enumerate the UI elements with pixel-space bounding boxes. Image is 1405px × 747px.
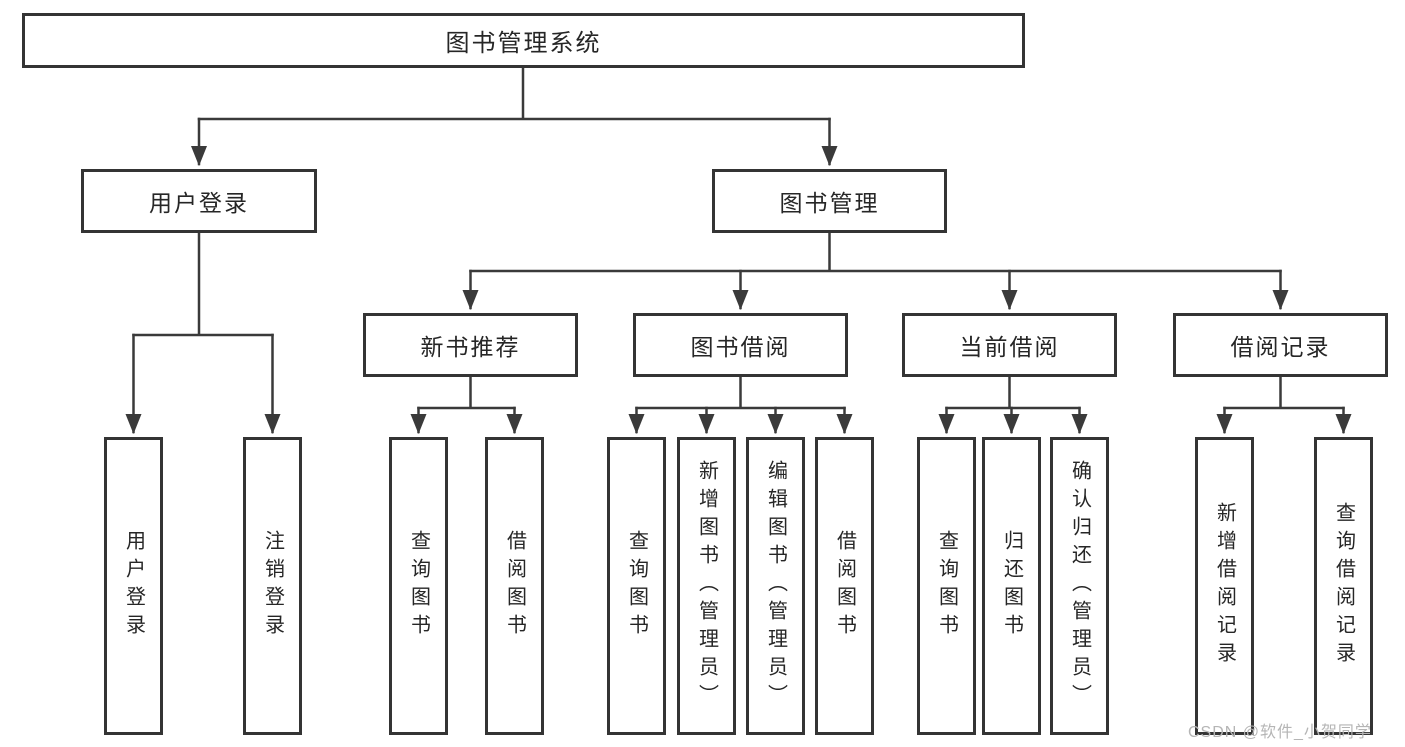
- leaf-query-borrow-record: 查询借阅记录: [1314, 437, 1373, 735]
- node-root-label: 图书管理系统: [445, 30, 602, 57]
- node-user-login-label: 用户登录: [149, 190, 249, 216]
- node-user-login: 用户登录: [81, 169, 317, 233]
- connector-rails: [132, 65, 1345, 410]
- node-book-management-label: 图书管理: [779, 190, 880, 216]
- leaf-query-books-recommend: 查询图书: [389, 437, 448, 735]
- leaf-user-login: 用户登录: [104, 437, 163, 735]
- node-book-borrowing: 图书借阅: [633, 313, 848, 377]
- leaf-query-books-current-label: 查询图书: [935, 530, 958, 642]
- node-current-borrowing: 当前借阅: [902, 313, 1117, 377]
- leaf-query-books-borrowing: 查询图书: [607, 437, 666, 735]
- leaf-add-book-admin-label: 新增图书（管理员）: [695, 460, 718, 712]
- leaf-confirm-return-admin-label: 确认归还（管理员）: [1068, 460, 1091, 712]
- connector-arrows: [125, 117, 1352, 434]
- node-current-borrowing-label: 当前借阅: [959, 334, 1060, 360]
- node-book-management: 图书管理: [712, 169, 947, 233]
- leaf-add-book-admin: 新增图书（管理员）: [677, 437, 736, 735]
- node-borrow-records: 借阅记录: [1173, 313, 1388, 377]
- node-book-borrowing-label: 图书借阅: [690, 334, 791, 360]
- leaf-logout: 注销登录: [243, 437, 302, 735]
- node-borrow-records-label: 借阅记录: [1230, 334, 1331, 360]
- leaf-query-books-borrowing-label: 查询图书: [625, 530, 648, 642]
- leaf-borrow-books-borrowing: 借阅图书: [815, 437, 874, 735]
- leaf-return-books: 归还图书: [982, 437, 1041, 735]
- leaf-add-borrow-record-label: 新增借阅记录: [1213, 502, 1236, 670]
- leaf-logout-label: 注销登录: [261, 530, 284, 642]
- leaf-query-books-current: 查询图书: [917, 437, 976, 735]
- node-root: 图书管理系统: [22, 13, 1025, 68]
- leaf-return-books-label: 归还图书: [1000, 530, 1023, 642]
- node-new-book-recommend-label: 新书推荐: [420, 334, 521, 360]
- leaf-borrow-books-recommend-label: 借阅图书: [503, 530, 526, 642]
- leaf-user-login-label: 用户登录: [122, 530, 145, 642]
- leaf-borrow-books-borrowing-label: 借阅图书: [833, 530, 856, 642]
- leaf-edit-book-admin: 编辑图书（管理员）: [746, 437, 805, 735]
- leaf-confirm-return-admin: 确认归还（管理员）: [1050, 437, 1109, 735]
- leaf-add-borrow-record: 新增借阅记录: [1195, 437, 1254, 735]
- leaf-edit-book-admin-label: 编辑图书（管理员）: [764, 460, 787, 712]
- leaf-query-books-recommend-label: 查询图书: [407, 530, 430, 642]
- leaf-borrow-books-recommend: 借阅图书: [485, 437, 544, 735]
- leaf-query-borrow-record-label: 查询借阅记录: [1332, 502, 1355, 670]
- csdn-watermark: CSDN @软件_小贺同学: [1188, 724, 1372, 741]
- node-new-book-recommend: 新书推荐: [363, 313, 578, 377]
